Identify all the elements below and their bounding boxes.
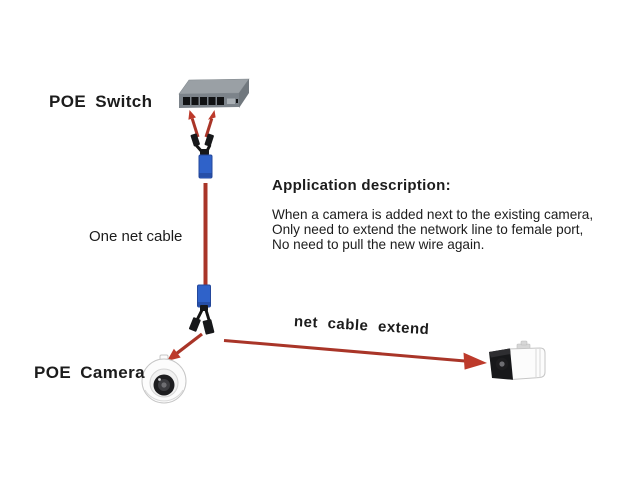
one-net-cable-label: One net cable [89,228,183,245]
rj45-splitter-bottom-icon [188,305,215,335]
up-arrows [188,110,216,138]
application-description-title: Application description: [272,177,451,194]
camera-arrow [167,332,203,361]
poe-camera-label: POE Camera [34,363,145,382]
application-description-line: No need to pull the new wire again. [272,237,485,253]
poe-switch-label: POE Switch [49,92,153,111]
network-coupler-top-icon [198,154,213,179]
bullet-camera-image [489,340,546,381]
application-description-line: Only need to extend the network line to … [272,222,584,238]
application-description: Application description: When a camera i… [272,177,593,253]
rj45-splitter-top-icon [190,133,214,155]
dome-camera-image [141,354,187,404]
network-coupler-bottom-icon [197,284,211,308]
poe-switch-image [178,78,250,108]
extend-cable-arrow [223,339,487,370]
application-description-line: When a camera is added next to the exist… [272,207,594,222]
